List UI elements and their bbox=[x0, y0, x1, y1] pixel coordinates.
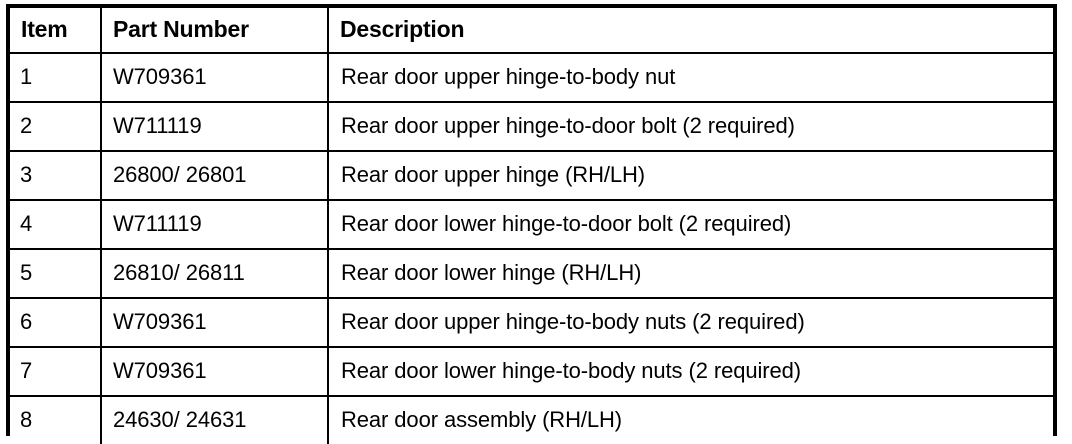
column-header-description: Description bbox=[328, 8, 1053, 54]
cell-part-number: 26810/ 26811 bbox=[101, 249, 329, 299]
table-row: 1 W709361 Rear door upper hinge-to-body … bbox=[10, 53, 1053, 103]
cell-description: Rear door upper hinge-to-body nut bbox=[328, 53, 1053, 103]
table-row: 4 W711119 Rear door lower hinge-to-door … bbox=[10, 200, 1053, 250]
column-header-part-number: Part Number bbox=[101, 8, 329, 54]
cell-description: Rear door upper hinge-to-body nuts (2 re… bbox=[328, 298, 1053, 348]
cell-description: Rear door lower hinge (RH/LH) bbox=[328, 249, 1053, 299]
table-header-row: Item Part Number Description bbox=[10, 8, 1053, 54]
cell-part-number: W709361 bbox=[101, 53, 329, 103]
cell-item: 1 bbox=[10, 53, 102, 103]
cell-description: Rear door assembly (RH/LH) bbox=[341, 407, 623, 433]
cell-part-number: W709361 bbox=[101, 298, 329, 348]
cell-description: Rear door upper hinge-to-door bolt (2 re… bbox=[328, 102, 1053, 152]
table-body: 1 W709361 Rear door upper hinge-to-body … bbox=[10, 53, 1053, 444]
cell-part-number: W711119 bbox=[101, 102, 329, 152]
cell-item: 3 bbox=[10, 151, 102, 201]
table-row: 8 24630/ 24631 Rear door assembly (RH/LH… bbox=[10, 396, 1053, 444]
parts-table-container: Item Part Number Description 1 W709361 R… bbox=[6, 4, 1057, 444]
table-row: 5 26810/ 26811 Rear door lower hinge (RH… bbox=[10, 249, 1053, 299]
table-row: 6 W709361 Rear door upper hinge-to-body … bbox=[10, 298, 1053, 348]
table-row: 2 W711119 Rear door upper hinge-to-door … bbox=[10, 102, 1053, 152]
cell-item: 5 bbox=[10, 249, 102, 299]
cell-item: 7 bbox=[10, 347, 102, 397]
table-row: 3 26800/ 26801 Rear door upper hinge (RH… bbox=[10, 151, 1053, 201]
cell-description: Rear door lower hinge-to-body nuts (2 re… bbox=[328, 347, 1053, 397]
table-header: Item Part Number Description bbox=[10, 8, 1053, 54]
cell-item: 4 bbox=[10, 200, 102, 250]
cell-item: 8 bbox=[10, 396, 102, 444]
column-header-item: Item bbox=[10, 8, 102, 54]
cell-part-number: 26800/ 26801 bbox=[101, 151, 329, 201]
cell-part-number: 24630/ 24631 bbox=[101, 396, 329, 444]
cell-part-number: W709361 bbox=[101, 347, 329, 397]
cell-description: Rear door upper hinge (RH/LH) bbox=[328, 151, 1053, 201]
cell-part-number: W711119 bbox=[101, 200, 329, 250]
cell-description: Rear door lower hinge-to-door bolt (2 re… bbox=[328, 200, 1053, 250]
cell-item: 6 bbox=[10, 298, 102, 348]
cell-item: 2 bbox=[10, 102, 102, 152]
parts-table: Item Part Number Description 1 W709361 R… bbox=[10, 8, 1053, 444]
table-row: 7 W709361 Rear door lower hinge-to-body … bbox=[10, 347, 1053, 397]
